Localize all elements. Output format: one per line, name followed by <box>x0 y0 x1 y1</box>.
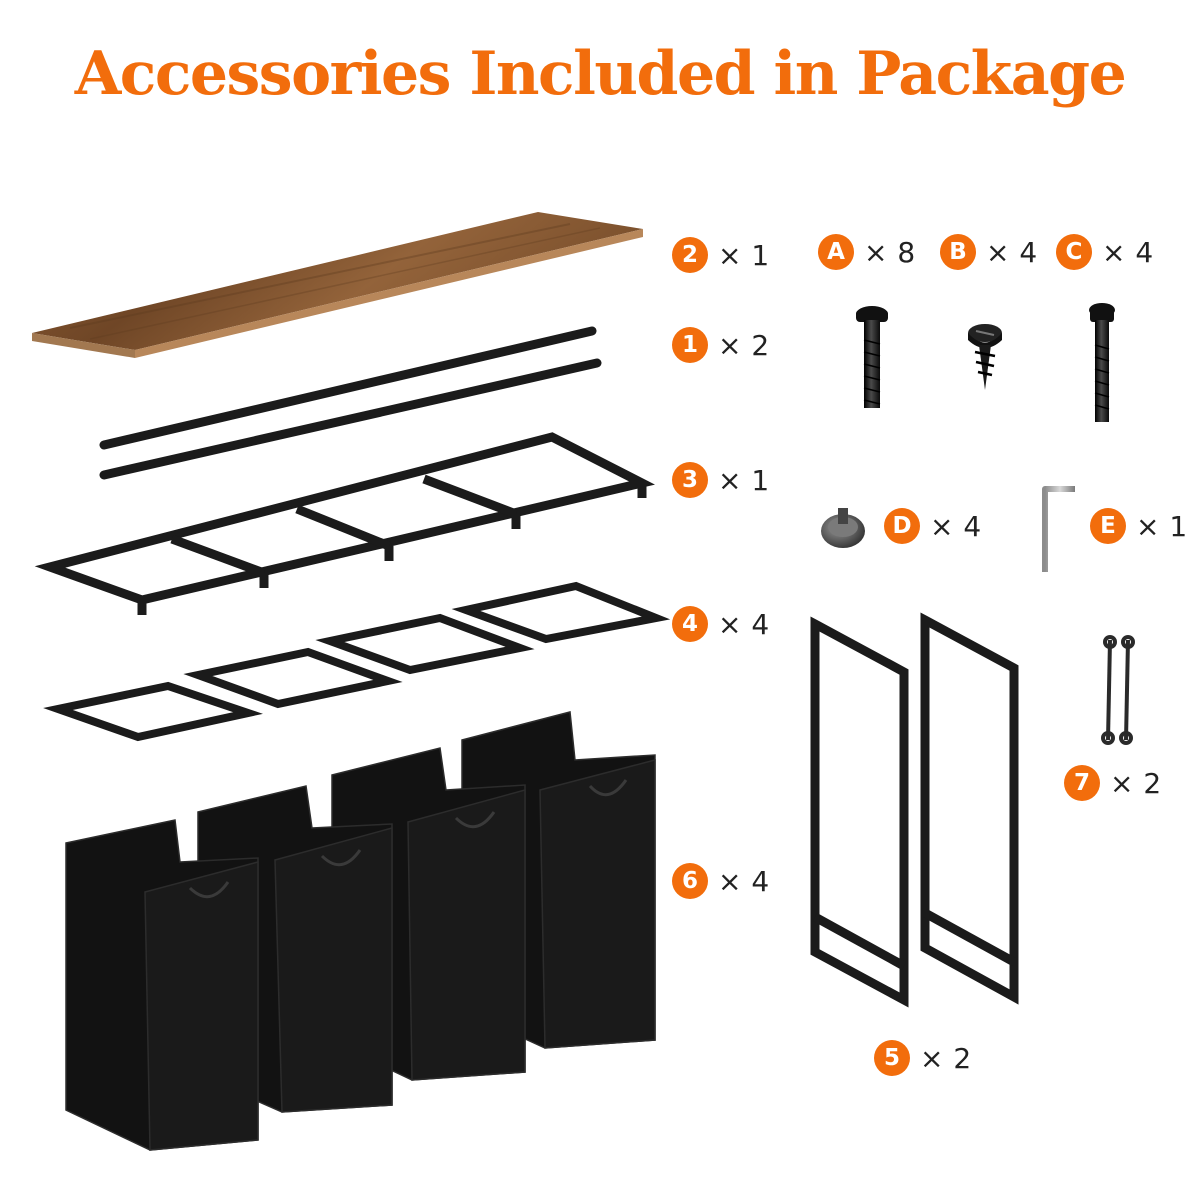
anti-tip-straps <box>1101 635 1135 745</box>
top-frame <box>34 432 655 615</box>
hardware-d-badge: D <box>884 508 920 544</box>
part-7-badge: 7 <box>1064 765 1100 801</box>
part-4-quantity: × 4 <box>718 607 770 641</box>
hardware-a-quantity: × 8 <box>864 235 916 269</box>
part-5-badge: 5 <box>874 1040 910 1076</box>
part-6-badge: 6 <box>672 863 708 899</box>
page-title: Accessories Included in Package <box>74 39 1127 109</box>
part-1-badge: 1 <box>672 327 708 363</box>
part-4-label: 4 × 4 <box>672 605 770 643</box>
part-4-badge: 4 <box>672 606 708 642</box>
part-2-badge: 2 <box>672 237 708 273</box>
steel-rods <box>99 326 602 480</box>
part-3-badge: 3 <box>672 462 708 498</box>
allen-key-icon <box>1042 486 1075 572</box>
part-2-quantity: × 1 <box>718 238 770 272</box>
hardware-d-label: D × 4 <box>884 507 982 545</box>
part-3-label: 3 × 1 <box>672 461 770 499</box>
hardware-d-quantity: × 4 <box>930 509 982 543</box>
hardware-c-badge: C <box>1056 234 1092 270</box>
part-6-label: 6 × 4 <box>672 862 770 900</box>
hardware-e-label: E × 1 <box>1090 507 1188 545</box>
wood-screw-icon <box>968 324 1002 390</box>
hardware-a-label: A × 8 <box>818 233 916 271</box>
hardware-a-badge: A <box>818 234 854 270</box>
part-7-quantity: × 2 <box>1110 766 1162 800</box>
part-5-quantity: × 2 <box>920 1041 972 1075</box>
hardware-e-quantity: × 1 <box>1136 509 1188 543</box>
hardware-c-label: C × 4 <box>1056 233 1154 271</box>
hardware-e-badge: E <box>1090 508 1126 544</box>
hardware-b-quantity: × 4 <box>986 235 1038 269</box>
hardware-b-label: B × 4 <box>940 233 1038 271</box>
part-7-label: 7 × 2 <box>1064 764 1162 802</box>
part-6-quantity: × 4 <box>718 864 770 898</box>
fabric-bags <box>65 711 656 1151</box>
part-2-label: 2 × 1 <box>672 236 770 274</box>
bag-frames <box>43 581 671 742</box>
part-5-label: 5 × 2 <box>874 1039 972 1077</box>
bolt-icon <box>856 306 888 408</box>
hardware-c-quantity: × 4 <box>1102 235 1154 269</box>
fabric-bag <box>65 819 259 1151</box>
leveling-foot-icon <box>821 508 865 548</box>
part-3-quantity: × 1 <box>718 463 770 497</box>
side-frames <box>810 612 1019 1008</box>
wood-top-panel <box>32 212 643 358</box>
part-1-label: 1 × 2 <box>672 326 770 364</box>
hardware-b-badge: B <box>940 234 976 270</box>
long-bolt-icon <box>1089 303 1115 422</box>
part-1-quantity: × 2 <box>718 328 770 362</box>
